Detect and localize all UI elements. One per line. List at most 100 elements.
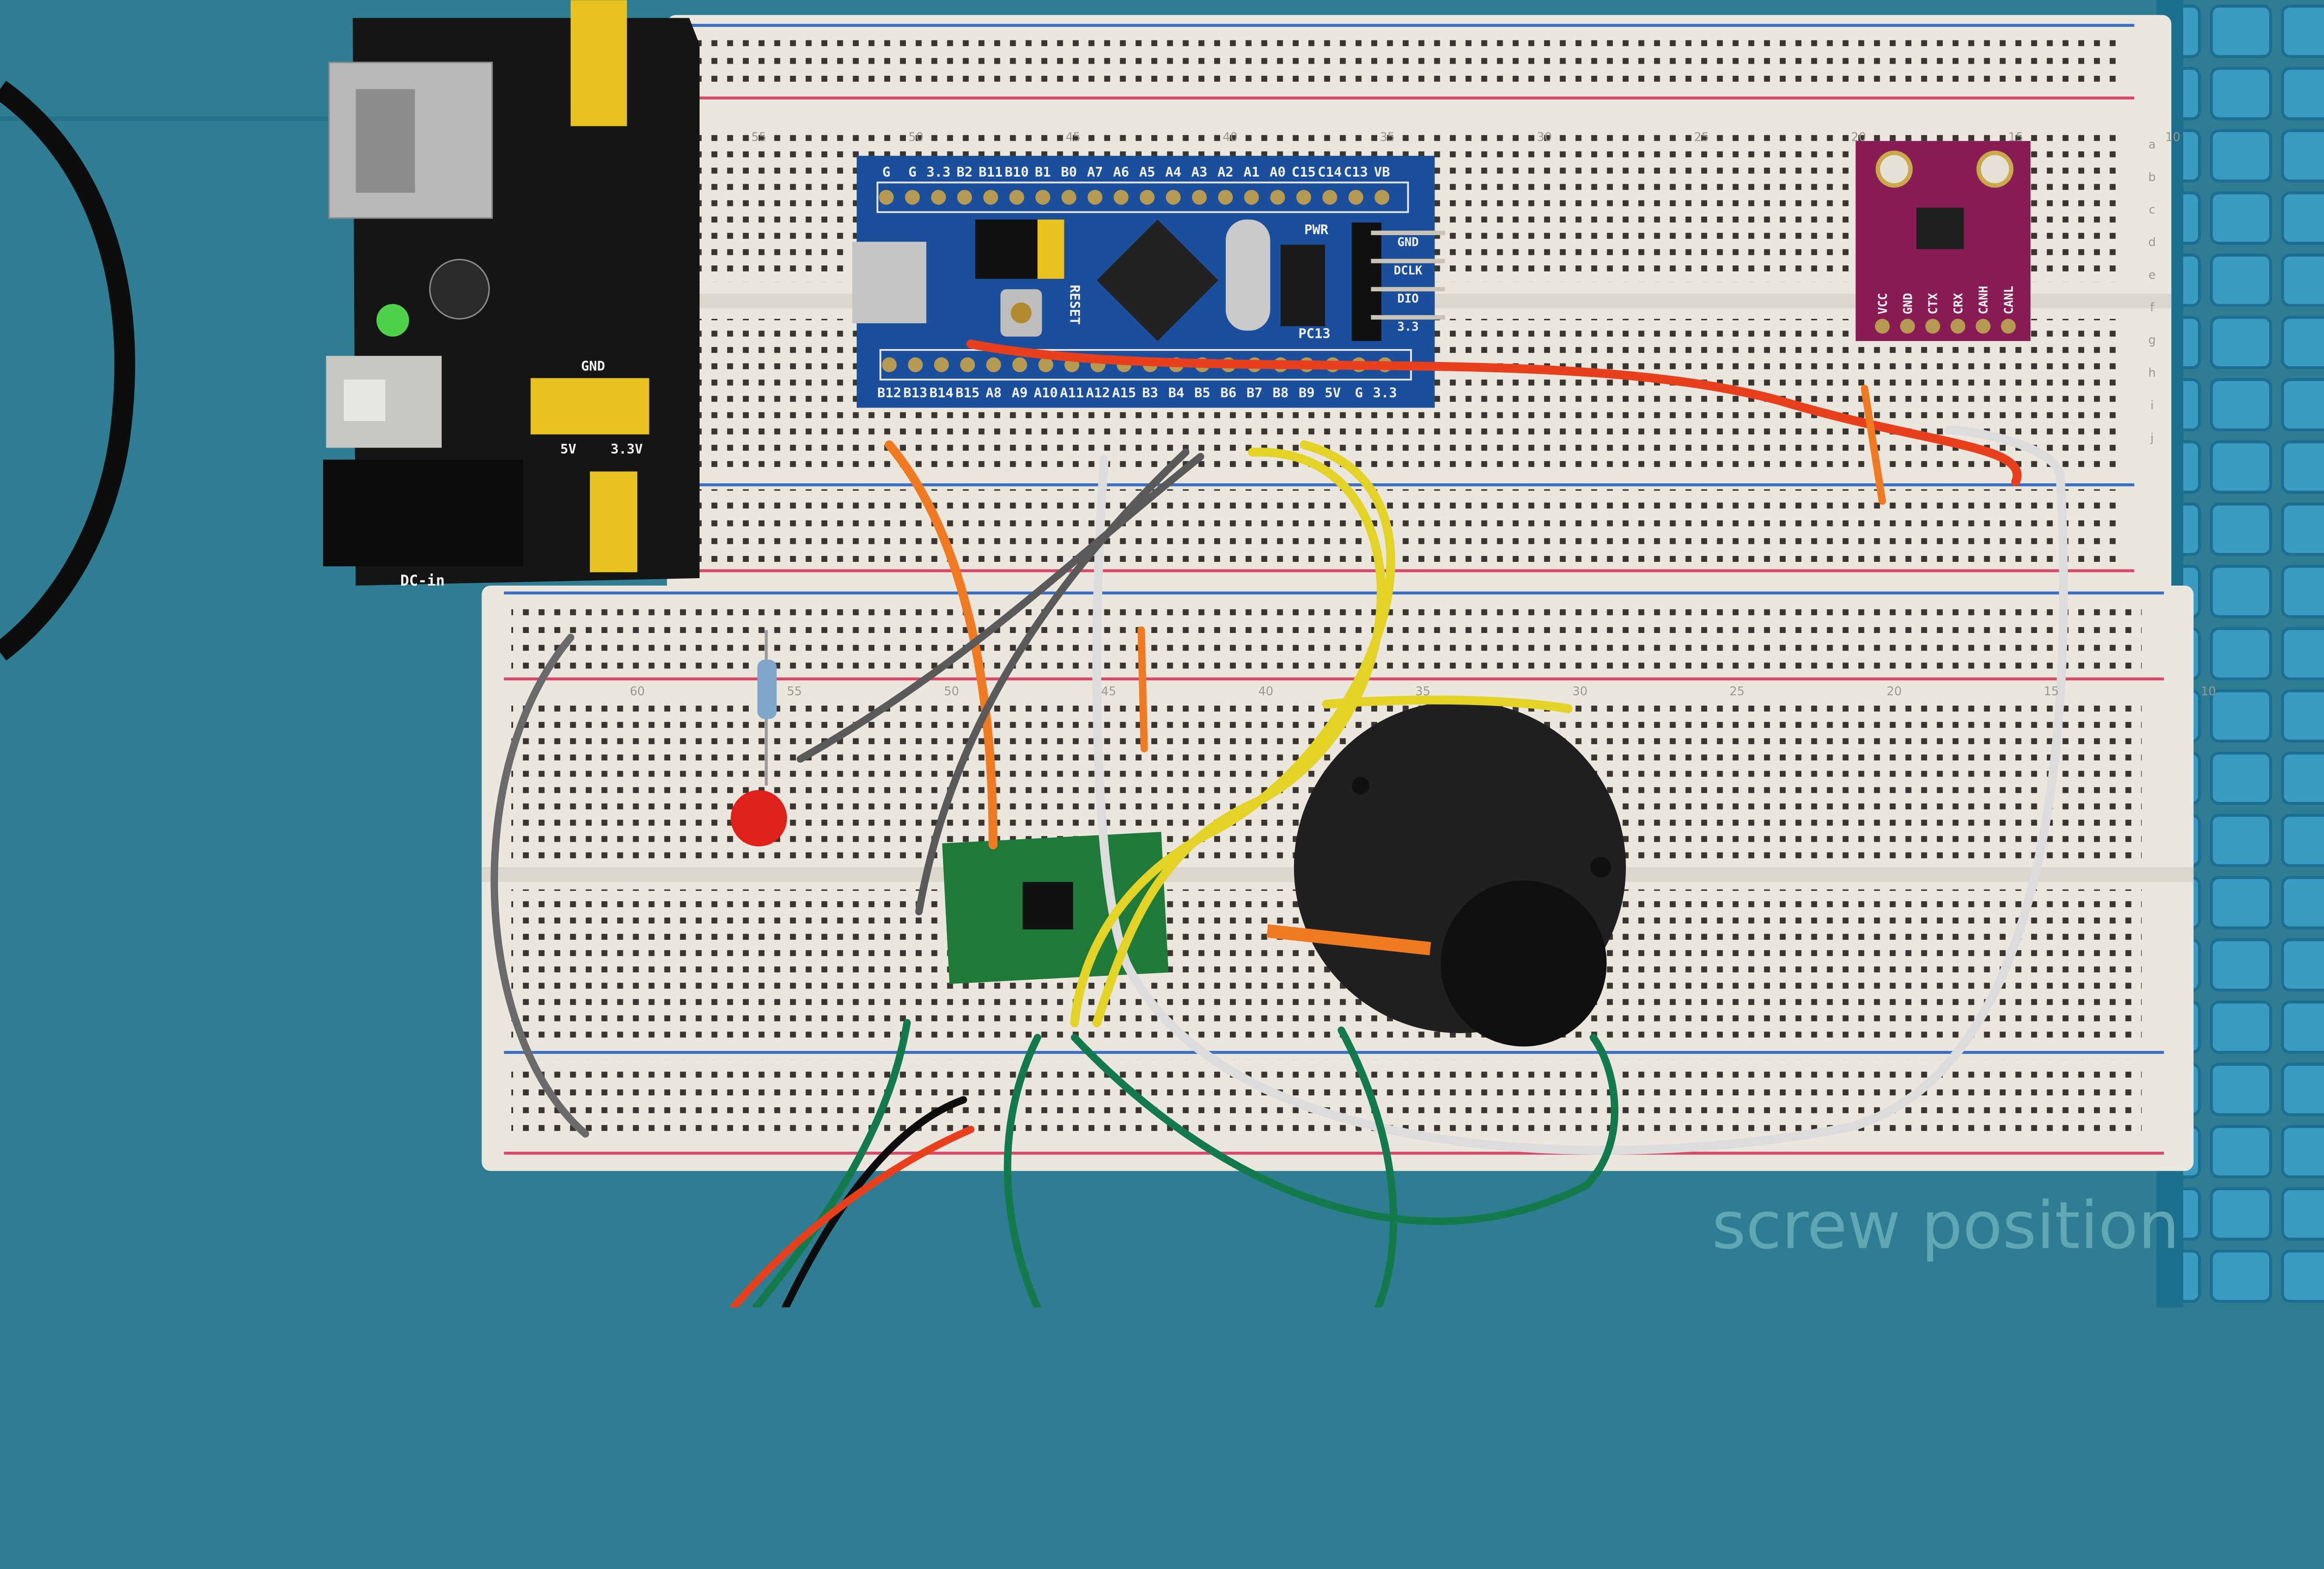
header-pin <box>1348 190 1364 205</box>
pin-label-top: B0 <box>1061 164 1077 180</box>
column-number: 15 <box>2044 685 2059 699</box>
wire-white <box>1092 425 2068 1155</box>
header-pin <box>1192 190 1207 205</box>
header-pin <box>1900 319 1915 334</box>
column-number: 35 <box>1415 685 1430 699</box>
row-letter: h <box>2148 366 2156 380</box>
pin-label-bottom: A9 <box>1012 385 1028 401</box>
header-pin <box>1140 190 1155 205</box>
pin-label-top: B10 <box>1005 164 1029 180</box>
gnd-label: GND <box>581 358 605 374</box>
header-pin <box>905 190 920 205</box>
column-number: 50 <box>944 685 959 699</box>
pin-label-top: G <box>908 164 916 180</box>
header-pin <box>983 190 998 205</box>
column-number: 30 <box>1572 685 1587 699</box>
swd-pin-label: 3.3 <box>1397 320 1419 334</box>
header-pin <box>882 357 897 372</box>
wire-orange-3 <box>1861 384 1886 505</box>
3v3-label: 3.3V <box>611 441 643 457</box>
motor-knob[interactable] <box>1440 880 1607 1047</box>
red-led <box>731 790 787 847</box>
wire-gray-2 <box>915 448 1189 916</box>
can-pin-label: VCC <box>1876 293 1890 314</box>
pin-label-top: A7 <box>1087 164 1103 180</box>
reset-label: RESET <box>1067 285 1083 325</box>
column-number: 35 <box>1380 130 1394 144</box>
can-pin-label: CTX <box>1927 293 1941 315</box>
column-number: 10 <box>2201 685 2216 699</box>
header-pin <box>1244 190 1259 205</box>
wire-yellow-2 <box>1070 440 1395 1028</box>
jumper-wires <box>490 339 2068 1308</box>
pin-label-top: B1 <box>1035 164 1051 180</box>
mat-engraving: screw position <box>1712 1188 2179 1264</box>
pin-label-top: A2 <box>1217 164 1234 180</box>
header-pin <box>934 357 949 372</box>
power-led <box>376 304 409 337</box>
wire-green-1 <box>1004 1034 1042 1308</box>
pin-label-top: VB <box>1374 164 1390 180</box>
pin-label-top: B11 <box>978 164 1003 180</box>
black-cable <box>0 80 135 661</box>
pin-label-bottom: B6 <box>1221 385 1237 401</box>
can-pin-label: CRX <box>1952 293 1966 315</box>
header-pin <box>1322 190 1337 205</box>
pin-label-bottom: B4 <box>1168 385 1184 401</box>
stepper-motor <box>1266 701 1626 1047</box>
pin-label-top: A1 <box>1243 164 1260 180</box>
header-pin <box>1038 357 1053 372</box>
pc13-label: PC13 <box>1298 325 1330 341</box>
header-pin <box>2000 319 2016 334</box>
can-chip <box>1916 207 1964 250</box>
can-pin-label: CANH <box>1977 286 1991 314</box>
pin-label-top: A0 <box>1269 164 1286 180</box>
pin-label-bottom: A10 <box>1034 385 1058 401</box>
mat-grid <box>2179 0 2324 1307</box>
crystal <box>1226 219 1270 331</box>
pin-label-top: C14 <box>1318 164 1342 180</box>
column-number: 55 <box>751 130 766 144</box>
header-pin <box>931 190 946 205</box>
column-number: 30 <box>1537 130 1552 144</box>
pin-label-top: A5 <box>1139 164 1155 180</box>
column-number: 55 <box>787 685 802 699</box>
pwr-label: PWR <box>1304 222 1329 237</box>
wire-green-3 <box>1337 1026 1398 1308</box>
column-number: 45 <box>1065 130 1080 144</box>
header-pin <box>1009 190 1024 205</box>
row-letter: i <box>2151 399 2154 413</box>
wire-green-4 <box>752 1019 911 1308</box>
pin-label-bottom: A12 <box>1086 385 1110 401</box>
pin-label-bottom: G <box>1355 385 1363 401</box>
micro-usb-port <box>852 242 926 323</box>
pin-label-bottom: 5V <box>1325 385 1341 401</box>
header-pin <box>1012 357 1027 372</box>
row-letter: j <box>2150 431 2154 445</box>
pin-label-bottom: B12 <box>877 385 901 401</box>
pin-label-top: A4 <box>1165 164 1182 180</box>
header-pin <box>1950 319 1966 334</box>
dc-in-label: DC-in <box>400 572 445 589</box>
column-number: 50 <box>908 130 923 144</box>
swd-header <box>1352 222 1381 341</box>
resistor <box>757 659 777 719</box>
swd-pin-label: GND <box>1397 236 1419 250</box>
header-pin <box>1875 319 1890 334</box>
header-pin <box>960 357 975 372</box>
row-letter: d <box>2148 236 2156 250</box>
column-number: 25 <box>1730 685 1744 699</box>
pin-label-top: A3 <box>1191 164 1208 180</box>
column-number: 40 <box>1222 130 1237 144</box>
row-letter: a <box>2148 138 2156 152</box>
header-pin <box>986 357 1001 372</box>
header-pin <box>1975 319 1991 334</box>
column-number: 20 <box>1851 130 1866 144</box>
wire-gray-3 <box>490 633 589 1138</box>
header-pin <box>1374 190 1390 205</box>
header-pin <box>878 190 894 205</box>
wire-red <box>966 339 2022 487</box>
header-pin <box>1114 190 1129 205</box>
pin-label-bottom: A11 <box>1060 385 1084 401</box>
